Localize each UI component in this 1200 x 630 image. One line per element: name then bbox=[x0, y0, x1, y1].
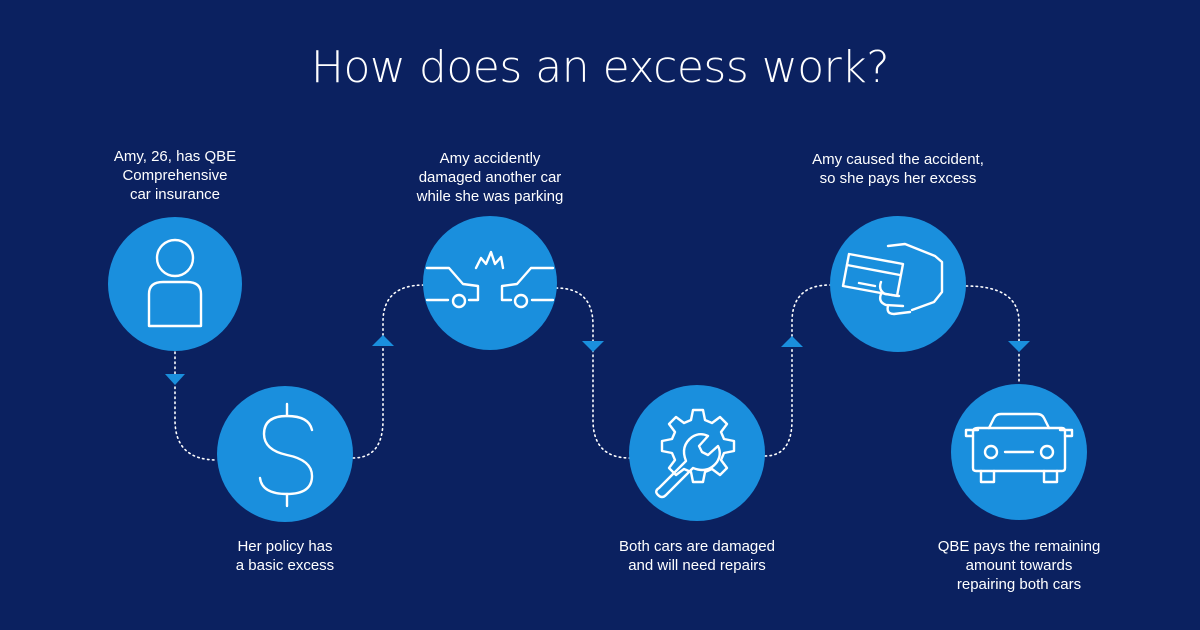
car-collision-icon bbox=[425, 250, 555, 309]
hand-card-payment-icon bbox=[841, 242, 944, 316]
step-4-line-2: and will need repairs bbox=[628, 557, 766, 574]
gear-wrench-icon bbox=[655, 408, 736, 499]
step-2-line-1: Her policy has bbox=[237, 538, 333, 555]
step-4-line-1: Both cars are damaged bbox=[619, 538, 775, 555]
step-1-label: Amy, 26, has QBE Comprehensive car insur… bbox=[75, 147, 275, 204]
step-1-line-3: car insurance bbox=[129, 186, 221, 203]
step-3-line-1: Amy accidently bbox=[439, 150, 541, 167]
step-6-line-1: QBE pays the remaining bbox=[937, 538, 1101, 555]
step-2-label: Her policy has a basic excess bbox=[185, 537, 385, 575]
flow-arrows bbox=[165, 335, 1030, 385]
arrow-down-icon bbox=[165, 374, 185, 385]
connector-2-3 bbox=[352, 284, 425, 459]
step-4-circle bbox=[629, 385, 765, 521]
step-6-line-3: repairing both cars bbox=[956, 576, 1082, 593]
step-4-label: Both cars are damaged and will need repa… bbox=[587, 537, 807, 575]
flow-connectors bbox=[174, 284, 1020, 461]
step-6-line-2: amount towards bbox=[965, 557, 1073, 574]
arrow-down-icon bbox=[1008, 341, 1030, 352]
step-6-label: QBE pays the remaining amount towards re… bbox=[909, 537, 1129, 594]
connector-4-5 bbox=[764, 284, 831, 457]
step-5-label: Amy caused the accident, so she pays her… bbox=[788, 150, 1008, 188]
dollar-icon bbox=[258, 402, 314, 508]
step-1-line-2: Comprehensive bbox=[122, 167, 228, 184]
step-5-line-2: so she pays her excess bbox=[819, 170, 977, 187]
connector-3-4 bbox=[555, 287, 631, 459]
arrow-down-icon bbox=[582, 341, 604, 352]
person-icon bbox=[147, 238, 203, 328]
step-3-label: Amy accidently damaged another car while… bbox=[380, 149, 600, 206]
step-3-circle bbox=[423, 216, 557, 350]
connector-5-6 bbox=[965, 285, 1020, 383]
step-1-line-1: Amy, 26, has QBE bbox=[113, 148, 237, 165]
arrow-up-icon bbox=[372, 335, 394, 346]
car-front-icon bbox=[964, 412, 1074, 484]
step-1-circle bbox=[108, 217, 242, 351]
step-3-line-3: while she was parking bbox=[416, 188, 564, 205]
step-3-line-2: damaged another car bbox=[418, 169, 562, 186]
arrow-up-icon bbox=[781, 336, 803, 347]
connector-1-2 bbox=[174, 351, 218, 461]
page-title: How does an excess work? bbox=[310, 42, 890, 93]
step-5-line-1: Amy caused the accident, bbox=[812, 151, 984, 168]
step-5-circle bbox=[830, 216, 966, 352]
step-2-line-2: a basic excess bbox=[235, 557, 335, 574]
